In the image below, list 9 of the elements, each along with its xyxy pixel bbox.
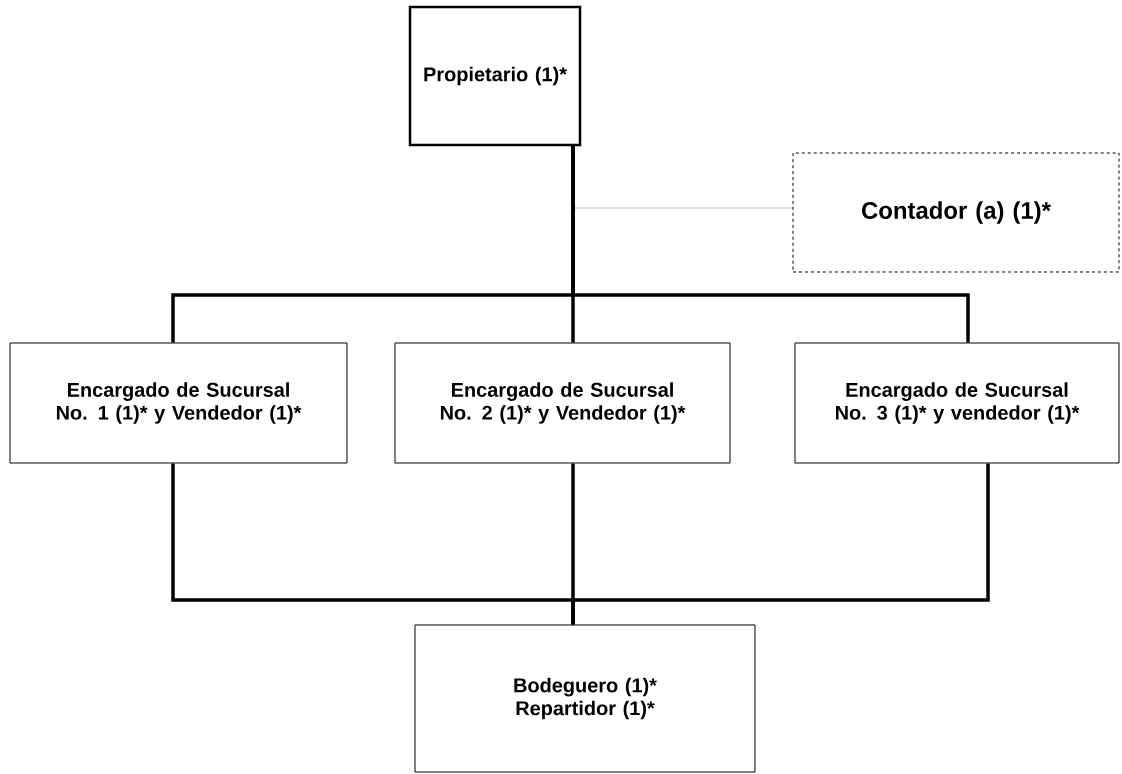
accountant-box: Contador (a) (1)* xyxy=(792,152,1120,273)
branch-box: Encargado de Sucursal No. 3 (1)* y vendedor (1)* xyxy=(794,342,1120,464)
branch-box: Encargado de Sucursal No. 1 (1)* y Vendedor (1)* xyxy=(9,342,348,464)
owner-box: Propietario (1)* xyxy=(408,5,582,147)
connector-line xyxy=(574,207,793,209)
connector-line xyxy=(571,463,990,625)
connector-line xyxy=(571,146,970,343)
branch-box: Encargado de Sucursal No. 2 (1)* y Vendedor (1)* xyxy=(394,342,731,464)
warehouse-box: Bodeguero (1)* Repartidor (1)* xyxy=(414,624,756,773)
